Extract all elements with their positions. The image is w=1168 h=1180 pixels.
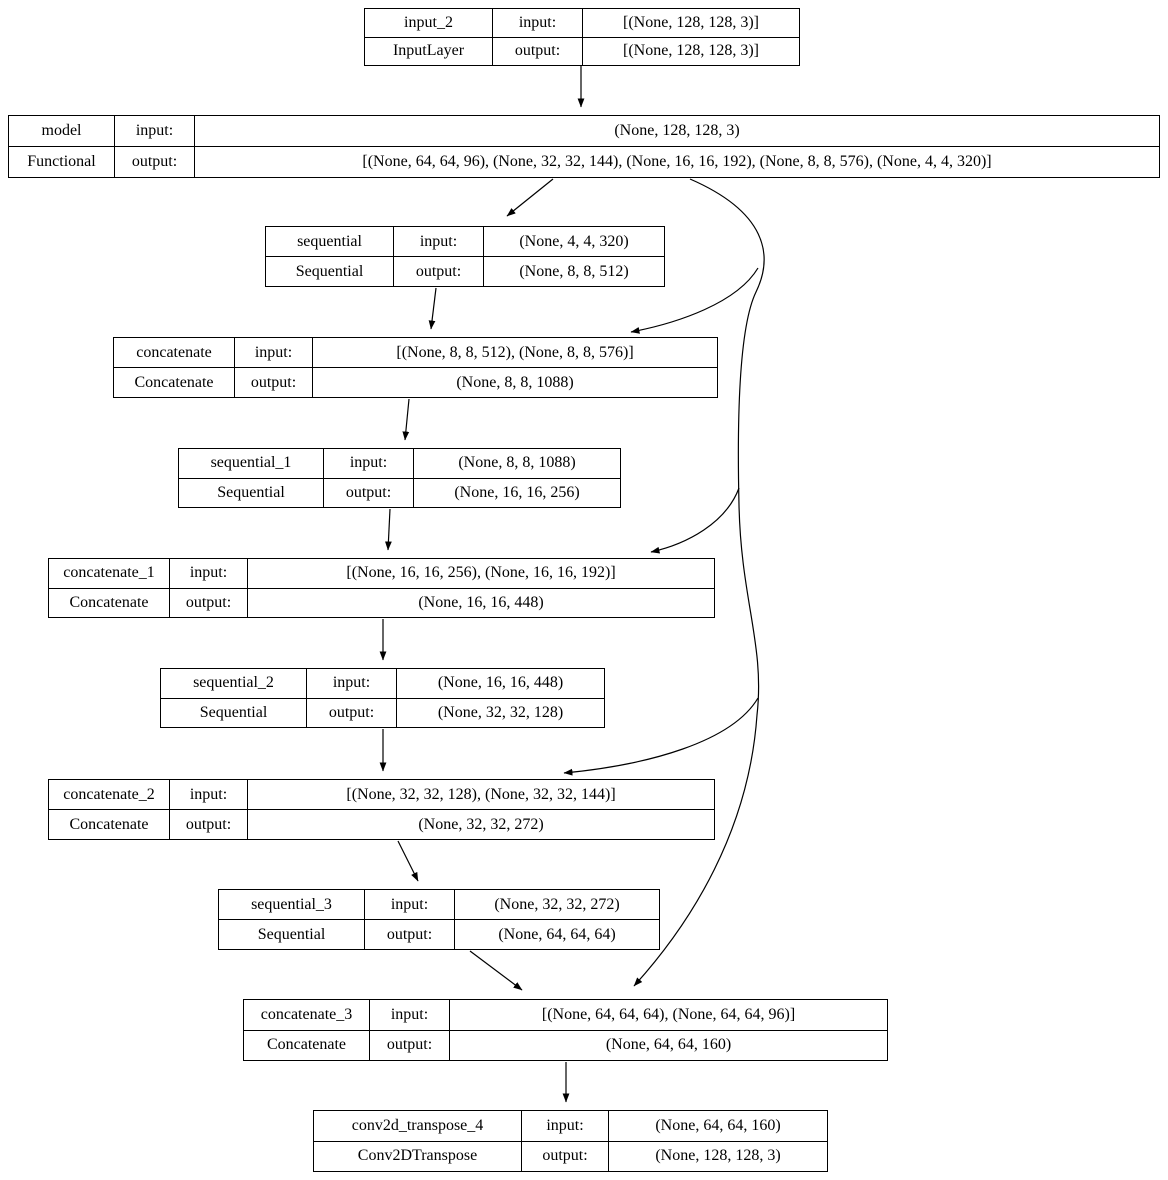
layer-name: sequential xyxy=(297,232,362,250)
output-shape: (None, 128, 128, 3) xyxy=(608,1141,827,1171)
output-label: output: xyxy=(169,810,247,839)
output-shape: (None, 64, 64, 64) xyxy=(454,920,659,949)
output-shape: (None, 64, 64, 160) xyxy=(449,1030,887,1060)
layer-name: sequential_1 xyxy=(210,454,292,472)
edge-sequential1-to-concatenate1 xyxy=(385,508,392,551)
edge-model-trunk xyxy=(633,178,765,987)
layer-class: InputLayer xyxy=(392,42,465,60)
layer-class: Concatenate xyxy=(69,593,149,611)
input-label: input: xyxy=(393,227,483,256)
layer-name: concatenate_3 xyxy=(260,1005,353,1023)
edge-model-to-concatenate2 xyxy=(563,697,759,776)
layer-class: Conv2DTranspose xyxy=(357,1147,478,1165)
edge-model-to-sequential xyxy=(506,178,554,217)
output-shape: (None, 8, 8, 512) xyxy=(483,257,664,286)
layer-node-sequential-2: sequential_2 input: (None, 16, 16, 448) … xyxy=(160,668,605,728)
layer-name: concatenate_2 xyxy=(63,785,155,803)
layer-class: Concatenate xyxy=(69,815,149,833)
input-label: input: xyxy=(492,9,582,37)
output-label: output: xyxy=(521,1141,608,1171)
layer-node-input-2: input_2 input: [(None, 128, 128, 3)] Inp… xyxy=(364,8,800,66)
layer-name: concatenate_1 xyxy=(63,564,155,582)
input-label: input: xyxy=(169,780,247,809)
input-shape: (None, 128, 128, 3) xyxy=(194,116,1159,146)
layer-node-sequential-1: sequential_1 input: (None, 8, 8, 1088) S… xyxy=(178,448,621,508)
edge-sequential-to-concatenate xyxy=(428,287,437,330)
input-shape: [(None, 16, 16, 256), (None, 16, 16, 192… xyxy=(247,559,714,588)
output-label: output: xyxy=(323,478,413,507)
layer-class: Concatenate xyxy=(134,373,214,391)
layer-node-concatenate: concatenate input: [(None, 8, 8, 512), (… xyxy=(113,337,718,398)
output-label: output: xyxy=(364,920,454,949)
output-label: output: xyxy=(393,257,483,286)
layer-class: Sequential xyxy=(257,925,326,943)
edge-model-to-concatenate1 xyxy=(650,487,740,554)
output-shape: [(None, 128, 128, 3)] xyxy=(582,37,799,65)
output-label: output: xyxy=(492,37,582,65)
input-shape: [(None, 64, 64, 64), (None, 64, 64, 96)] xyxy=(449,1000,887,1030)
input-label: input: xyxy=(369,1000,449,1030)
input-label: input: xyxy=(323,449,413,478)
layer-name: input_2 xyxy=(404,13,453,31)
input-shape: (None, 4, 4, 320) xyxy=(483,227,664,256)
output-shape: (None, 16, 16, 256) xyxy=(413,478,620,507)
layer-class: Sequential xyxy=(217,483,285,501)
layer-class: Sequential xyxy=(199,703,268,721)
layer-name: conv2d_transpose_4 xyxy=(351,1116,484,1134)
layer-node-sequential-3: sequential_3 input: (None, 32, 32, 272) … xyxy=(218,889,660,950)
output-label: output: xyxy=(114,147,194,177)
output-shape: (None, 8, 8, 1088) xyxy=(312,368,717,397)
input-label: input: xyxy=(364,890,454,919)
layer-node-concatenate-1: concatenate_1 input: [(None, 16, 16, 256… xyxy=(48,558,715,618)
input-label: input: xyxy=(306,669,396,698)
edge-concatenate2-to-sequential3 xyxy=(397,840,419,882)
edge-sequential3-to-concatenate3 xyxy=(469,950,523,991)
output-shape: (None, 16, 16, 448) xyxy=(247,588,714,617)
output-shape: [(None, 64, 64, 96), (None, 32, 32, 144)… xyxy=(194,147,1159,177)
input-shape: [(None, 8, 8, 512), (None, 8, 8, 576)] xyxy=(312,338,717,367)
input-shape: [(None, 32, 32, 128), (None, 32, 32, 144… xyxy=(247,780,714,809)
input-label: input: xyxy=(521,1111,608,1141)
edge-model-to-concatenate xyxy=(630,267,759,334)
output-shape: (None, 32, 32, 128) xyxy=(396,698,604,727)
layer-class: Concatenate xyxy=(266,1036,347,1054)
input-shape: (None, 8, 8, 1088) xyxy=(413,449,620,478)
output-label: output: xyxy=(169,588,247,617)
output-label: output: xyxy=(306,698,396,727)
layer-node-concatenate-2: concatenate_2 input: [(None, 32, 32, 128… xyxy=(48,779,715,840)
layer-class: Functional xyxy=(27,153,96,170)
output-shape: (None, 32, 32, 272) xyxy=(247,810,714,839)
edge-concatenate-to-sequential1 xyxy=(402,398,410,441)
layer-name: sequential_2 xyxy=(193,674,274,692)
input-shape: (None, 16, 16, 448) xyxy=(396,669,604,698)
input-shape: (None, 32, 32, 272) xyxy=(454,890,659,919)
input-shape: (None, 64, 64, 160) xyxy=(608,1111,827,1141)
layer-node-sequential: sequential input: (None, 4, 4, 320) Sequ… xyxy=(265,226,665,287)
layer-name: sequential_3 xyxy=(251,895,332,913)
layer-name: concatenate xyxy=(136,343,212,361)
output-label: output: xyxy=(369,1030,449,1060)
input-label: input: xyxy=(114,116,194,146)
layer-name: model xyxy=(41,122,82,139)
input-label: input: xyxy=(169,559,247,588)
layer-node-conv2d-transpose-4: conv2d_transpose_4 input: (None, 64, 64,… xyxy=(313,1110,828,1172)
input-shape: [(None, 128, 128, 3)] xyxy=(582,9,799,37)
layer-node-model: model input: (None, 128, 128, 3) Functio… xyxy=(8,115,1160,178)
input-label: input: xyxy=(234,338,312,367)
output-label: output: xyxy=(234,368,312,397)
layer-node-concatenate-3: concatenate_3 input: [(None, 64, 64, 64)… xyxy=(243,999,888,1061)
layer-class: Sequential xyxy=(295,262,364,280)
